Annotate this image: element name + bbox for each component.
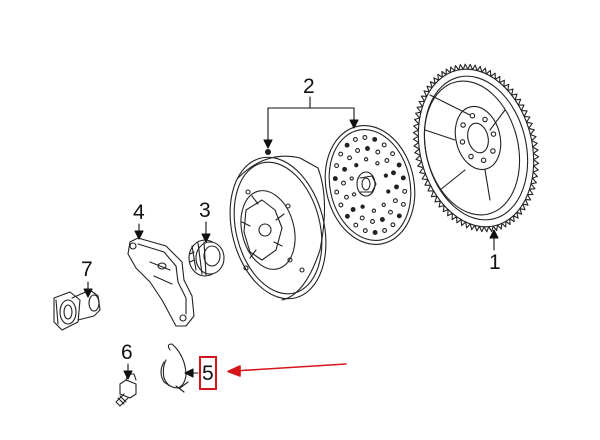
clutch-disc-friction-holes <box>332 135 408 235</box>
callout-6: 6 <box>121 341 133 364</box>
callout-2: 2 <box>303 75 315 98</box>
callout-1: 1 <box>489 251 501 274</box>
flywheel-bolt-holes <box>459 112 497 164</box>
release-bearing <box>188 239 225 277</box>
highlight-arrow <box>227 363 347 377</box>
retaining-clip <box>160 343 189 393</box>
clutch-disc <box>324 125 416 245</box>
leader-lines <box>83 96 499 380</box>
callout-4: 4 <box>133 201 145 224</box>
callout-7: 7 <box>81 258 93 281</box>
flywheel <box>412 63 540 233</box>
pressure-plate <box>229 148 327 301</box>
fitting-bolt <box>115 373 137 407</box>
release-fork <box>127 237 195 327</box>
guide-sleeve <box>53 289 101 331</box>
callout-3: 3 <box>199 199 211 222</box>
callout-5: 5 <box>202 362 214 385</box>
callout-5-highlight-box <box>199 356 217 390</box>
